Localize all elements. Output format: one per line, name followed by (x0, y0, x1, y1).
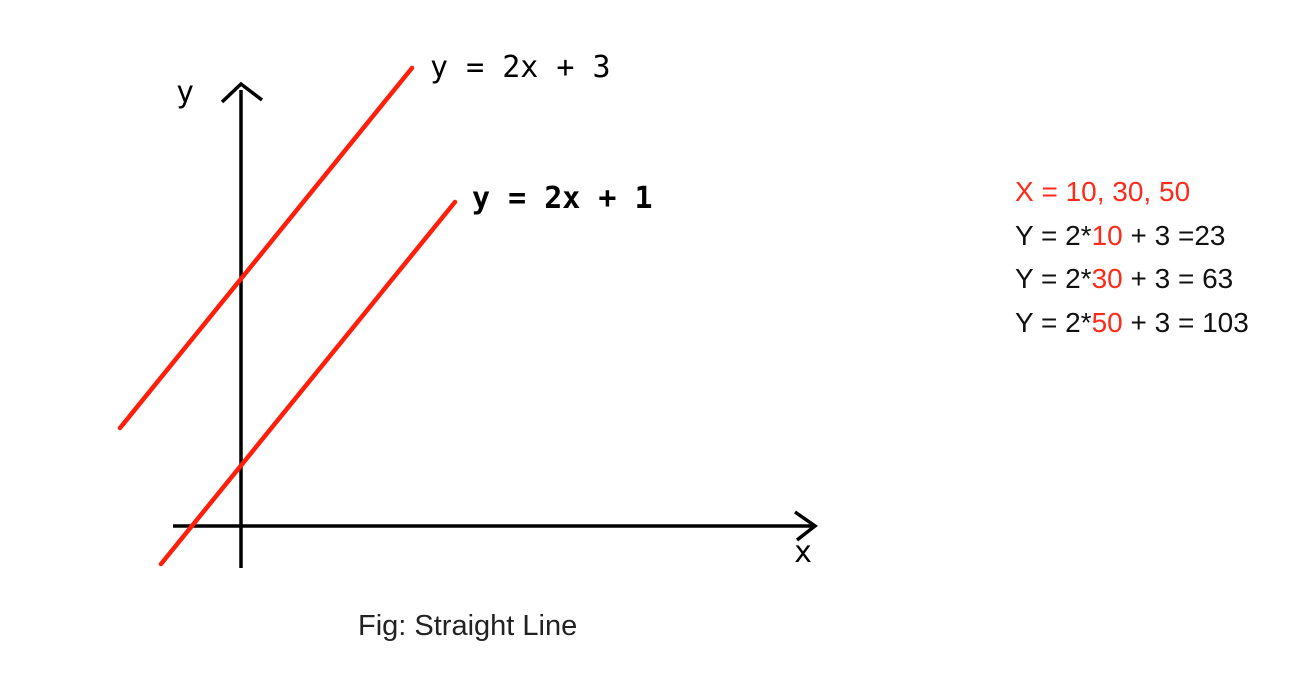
calc-row-prefix: Y = 2* (1015, 263, 1092, 294)
figure-caption: Fig: Straight Line (358, 610, 578, 642)
calculation-panel: X = 10, 30, 50 Y = 2*10 + 3 =23 Y = 2*30… (1015, 170, 1249, 344)
y-axis-arrowhead (220, 81, 264, 104)
x-axis-arrowhead (793, 510, 818, 542)
y-axis-label: y (176, 75, 194, 110)
calc-row-suffix: + 3 = 63 (1122, 263, 1234, 294)
calc-row-x-value: 50 (1091, 306, 1123, 338)
calc-row-1: Y = 2*10 + 3 =23 (1015, 214, 1249, 258)
calc-row-prefix: Y = 2* (1015, 219, 1092, 251)
calc-row-suffix: + 3 =23 (1122, 219, 1226, 251)
calc-row-prefix: Y = 2* (1015, 306, 1092, 338)
calc-row-3: Y = 2*50 + 3 = 103 (1015, 301, 1249, 345)
calc-row-suffix: + 3 = 103 (1122, 306, 1249, 338)
calc-row-x-value: 30 (1091, 263, 1123, 294)
x-axis-label: x (794, 535, 812, 570)
equation-label-1: y = 2x + 3 (430, 50, 611, 85)
x-values-line: X = 10, 30, 50 (1015, 176, 1191, 207)
straight-line-diagram: y x y = 2x + 3 y = 2x + 1 (117, 50, 818, 570)
calc-row-x-value: 10 (1091, 219, 1123, 251)
line-y-2x-plus-1 (158, 199, 458, 567)
line-y-2x-plus-3 (117, 65, 415, 431)
equation-label-2: y = 2x + 1 (472, 181, 653, 216)
calc-row-2: Y = 2*30 + 3 = 63 (1015, 257, 1249, 301)
